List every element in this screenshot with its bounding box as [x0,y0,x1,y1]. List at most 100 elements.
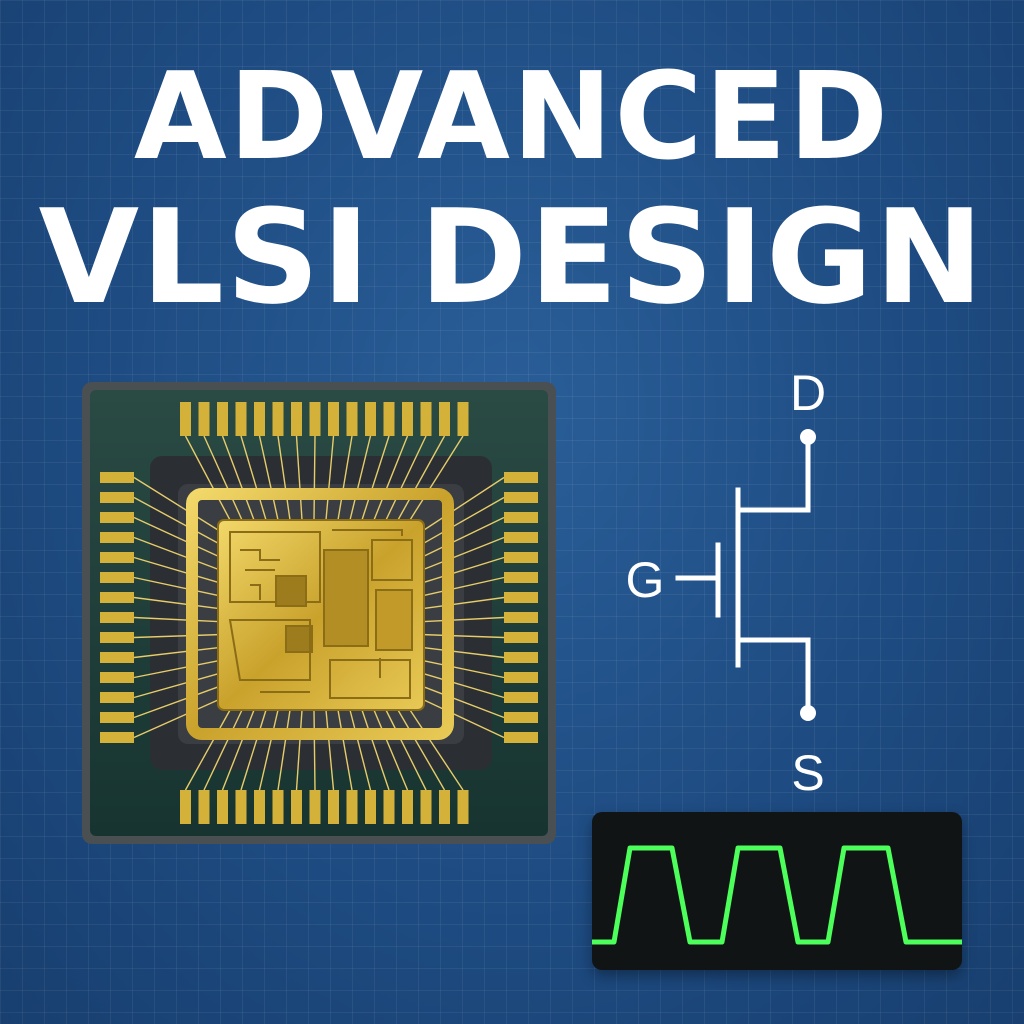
bond-pad [346,790,358,824]
bond-wire [133,660,219,679]
bond-pad [420,402,432,436]
bond-wire [133,496,219,544]
bond-pad [504,572,538,583]
bond-wire [423,633,505,639]
bond-wire [361,435,390,521]
bond-pad [402,790,413,824]
bond-wire [277,435,291,521]
die-seal-ring [186,488,454,740]
square-wave-icon [592,845,962,945]
bond-wire [385,709,427,791]
bond-wire [349,435,372,521]
square-wave-trace [592,845,962,945]
bond-pad [346,402,358,436]
bond-wire [423,673,505,699]
bond-pad [402,402,413,436]
bond-pad [291,402,302,436]
oscilloscope-display [592,812,962,970]
bond-wire [258,709,279,791]
bond-pad [100,532,134,543]
bond-wire [349,709,372,791]
bond-wire [337,709,353,791]
bond-pad [100,492,134,503]
bond-pad [504,532,538,543]
bond-pad [100,612,134,623]
bond-pad [504,732,538,743]
bond-wire [423,576,505,597]
bond-wire [423,616,505,623]
title-line-2: VLSI DESIGN [38,181,986,333]
source-label: S [791,745,824,801]
bond-pad [504,632,538,643]
bond-pad [365,790,376,824]
bond-pad [100,552,134,563]
bond-pad [198,790,210,824]
bond-wire [240,435,267,521]
bond-pad [420,790,432,824]
bond-wire [184,435,231,521]
bond-wire [423,596,505,610]
bond-wire [385,435,427,521]
bond-wire [409,435,464,521]
bond-wire [361,709,390,791]
bond-wire [325,709,335,791]
bond-pad [180,790,191,824]
bond-pad [272,790,284,824]
bond-wire [133,576,219,597]
bond-wire [221,435,255,521]
source-terminal [800,705,816,721]
bond-pad [365,402,376,436]
bond-pad [254,790,265,824]
bond-wire [221,709,255,791]
bond-wire [133,556,219,583]
bond-pad [504,552,538,563]
gate-label: G [626,552,665,608]
bond-wire [423,516,505,557]
transistor-symbol-icon: D G S [626,365,827,801]
bond-pad [504,692,538,703]
bond-wire [337,435,353,521]
bond-pad [504,612,538,623]
bond-wires [133,435,505,791]
bond-wire [133,633,219,639]
bond-pad [328,790,339,824]
bond-wire [133,699,219,739]
bond-wire [133,673,219,699]
bond-wire [409,709,464,791]
bond-pad [504,512,538,523]
bond-pad [504,652,538,663]
bond-wire [258,435,279,521]
bond-wire [133,646,219,659]
bond-wire [133,476,219,531]
bond-pad [457,402,469,436]
bond-wire [423,660,505,679]
bond-wire [133,536,219,570]
drain-label: D [790,365,826,421]
bond-pad [100,512,134,523]
bond-wire [423,686,505,719]
bond-pad [198,402,210,436]
bond-pads [100,402,538,824]
bond-pad [217,402,228,436]
title-line-1: ADVANCED [133,48,891,187]
bond-pad [309,402,321,436]
bond-wire [423,496,505,544]
ic-chip-icon [82,382,556,844]
bond-pad [100,592,134,603]
bond-pad [100,632,134,643]
bond-wire [313,435,316,521]
bond-pad [504,472,538,483]
bond-pad [291,790,302,824]
bond-wire [423,536,505,570]
bond-wire [313,709,316,791]
bond-pad [383,402,395,436]
bond-pad [439,790,450,824]
bond-pad [235,790,247,824]
bond-wire [423,556,505,583]
bond-pad [383,790,395,824]
bond-wire [373,709,409,791]
bond-wire [133,596,219,610]
bond-pad [457,790,469,824]
bond-wire [325,435,335,521]
bond-pad [100,672,134,683]
